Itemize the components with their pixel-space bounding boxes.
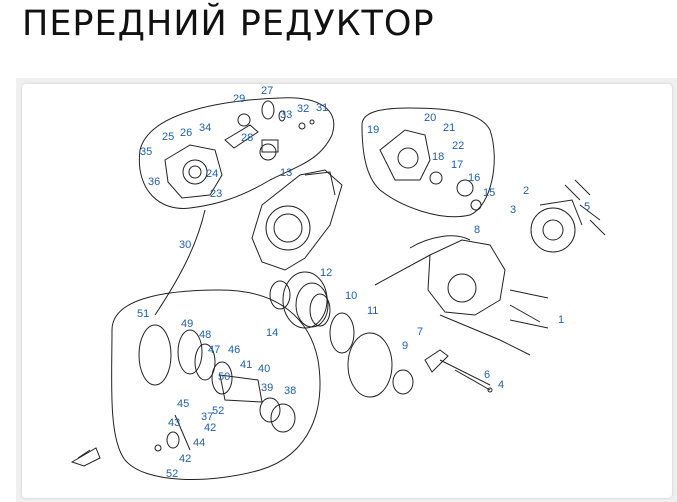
right-cover-part xyxy=(379,129,482,211)
callout-17: 17 xyxy=(451,159,463,171)
callout-42: 42 xyxy=(204,422,216,434)
callout-33: 33 xyxy=(280,109,292,121)
callout-23: 23 xyxy=(210,188,222,200)
callout-46: 46 xyxy=(228,344,240,356)
callout-10: 10 xyxy=(345,290,357,302)
callout-21: 21 xyxy=(443,122,455,134)
bottom-left-assembly xyxy=(138,324,296,452)
callout-13: 13 xyxy=(280,167,292,179)
callout-6: 6 xyxy=(484,369,490,381)
housing-half-part xyxy=(251,169,343,271)
bolts-right xyxy=(499,179,606,356)
page-title: ПЕРЕДНИЙ РЕДУКТОР xyxy=(22,4,435,44)
callout-32: 32 xyxy=(297,103,309,115)
callout-41: 41 xyxy=(240,359,252,371)
callout-44: 44 xyxy=(193,437,205,449)
callout-19: 19 xyxy=(367,124,379,136)
callout-52: 52 xyxy=(166,468,178,480)
callout-22: 22 xyxy=(452,140,464,152)
ring-gear-part xyxy=(269,271,331,329)
pinion-part xyxy=(224,100,315,161)
callout-1: 1 xyxy=(558,314,564,326)
orientation-arrow-icon xyxy=(70,447,101,467)
callout-11: 11 xyxy=(367,305,378,317)
callout-2: 2 xyxy=(523,185,529,197)
callout-16: 16 xyxy=(468,172,480,184)
callout-3: 3 xyxy=(510,204,516,216)
callout-48: 48 xyxy=(199,329,211,341)
callout-42: 42 xyxy=(179,453,191,465)
callout-49: 49 xyxy=(181,318,193,330)
callout-12: 12 xyxy=(320,267,332,279)
main-housing-part xyxy=(374,235,506,341)
callout-43: 43 xyxy=(168,417,180,429)
callout-52: 52 xyxy=(212,405,224,417)
group-outline-top-left xyxy=(138,97,335,209)
callout-45: 45 xyxy=(177,398,189,410)
callout-40: 40 xyxy=(258,363,270,375)
callout-30: 30 xyxy=(179,239,191,251)
callout-38: 38 xyxy=(284,385,296,397)
callout-4: 4 xyxy=(498,379,504,391)
diagram-card xyxy=(22,84,672,498)
callout-29: 29 xyxy=(233,93,245,105)
callout-26: 26 xyxy=(180,127,192,139)
seal-spring-part xyxy=(392,349,493,395)
callout-31: 31 xyxy=(316,102,328,114)
callout-50: 50 xyxy=(218,371,230,383)
group-outline-bottom-left xyxy=(111,289,321,480)
callout-35: 35 xyxy=(140,146,152,158)
group-outline-top-right xyxy=(361,107,495,218)
group-connector xyxy=(154,209,206,316)
callout-36: 36 xyxy=(148,176,160,188)
callout-24: 24 xyxy=(206,168,218,180)
callout-15: 15 xyxy=(483,187,495,199)
callout-28: 28 xyxy=(241,132,253,144)
front-cover-part xyxy=(164,144,223,199)
callout-7: 7 xyxy=(417,326,423,338)
callout-14: 14 xyxy=(266,327,278,339)
callout-51: 51 xyxy=(137,308,149,320)
callout-9: 9 xyxy=(402,340,408,352)
flange-part xyxy=(530,199,583,253)
callout-5: 5 xyxy=(584,201,590,213)
callout-37: 37 xyxy=(201,411,213,423)
callout-25: 25 xyxy=(162,131,174,143)
callout-18: 18 xyxy=(432,151,444,163)
callout-39: 39 xyxy=(261,382,273,394)
o-ring-10 xyxy=(329,312,355,354)
callout-47: 47 xyxy=(208,344,220,356)
callout-20: 20 xyxy=(424,112,436,124)
o-ring-11 xyxy=(347,332,393,398)
callout-34: 34 xyxy=(199,122,211,134)
callout-27: 27 xyxy=(261,85,273,97)
callout-8: 8 xyxy=(474,224,480,236)
